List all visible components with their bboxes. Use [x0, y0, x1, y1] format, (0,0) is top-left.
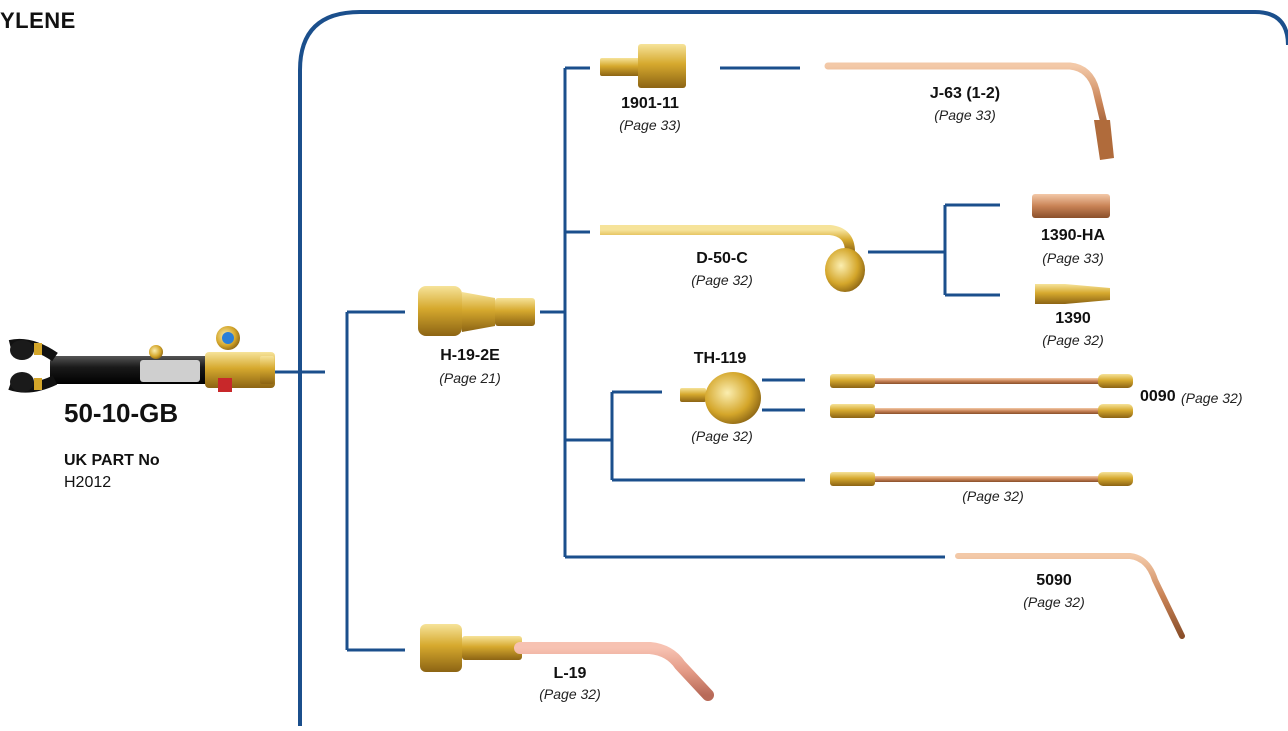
h-19-2e-image	[418, 286, 535, 336]
1390-ha-name: 1390-HA	[1013, 227, 1133, 245]
1390-image	[1035, 284, 1110, 304]
l-19-image	[420, 624, 708, 695]
1390-page: (Page 32)	[1013, 332, 1133, 348]
1390-ha-image	[1032, 194, 1110, 218]
0090-tube-images	[830, 374, 1133, 486]
main-torch-part-number: 50-10-GB	[64, 398, 178, 429]
l-19-name: L-19	[510, 665, 630, 683]
1901-11-image	[600, 44, 686, 88]
page-heading: YLENE	[0, 8, 76, 34]
lower-tube-page: (Page 32)	[933, 488, 1053, 504]
0090-name: 0090	[1140, 388, 1176, 406]
1901-11-name: 1901-11	[590, 95, 710, 113]
th-119-image	[680, 372, 761, 424]
uk-part-value: H2012	[64, 474, 111, 492]
connector-lines	[275, 68, 1000, 650]
h-19-2e-page: (Page 21)	[410, 370, 530, 386]
l-19-page: (Page 32)	[510, 686, 630, 702]
5090-page: (Page 32)	[994, 594, 1114, 610]
uk-part-label: UK PART No	[64, 452, 160, 470]
h-19-2e-name: H-19-2E	[410, 347, 530, 365]
torch-50-10-gb-image	[10, 326, 275, 392]
j-63-page: (Page 33)	[905, 107, 1025, 123]
0090-page: (Page 32)	[1181, 390, 1242, 406]
5090-name: 5090	[994, 572, 1114, 590]
j-63-name: J-63 (1-2)	[905, 85, 1025, 103]
frame-border	[300, 12, 1288, 726]
1390-ha-page: (Page 33)	[1013, 250, 1133, 266]
d-50-c-page: (Page 32)	[662, 272, 782, 288]
1390-name: 1390	[1013, 310, 1133, 328]
th-119-name: TH-119	[660, 350, 780, 368]
th-119-page: (Page 32)	[662, 428, 782, 444]
1901-11-page: (Page 33)	[590, 117, 710, 133]
d-50-c-name: D-50-C	[662, 250, 782, 268]
